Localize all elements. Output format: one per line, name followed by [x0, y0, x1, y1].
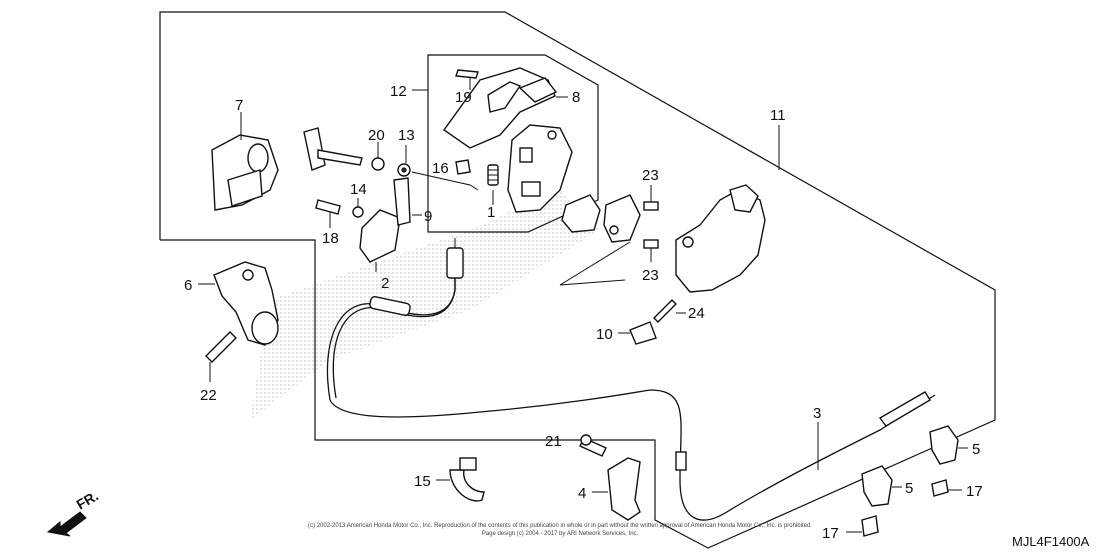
part-4-bracket — [607, 457, 641, 521]
assembly-frame-11 — [159, 11, 996, 549]
callout-5-lower: 5 — [905, 480, 913, 497]
callout-14: 14 — [350, 181, 367, 198]
callout-22: 22 — [200, 387, 217, 404]
watermark-shading — [250, 190, 600, 420]
callout-6: 6 — [184, 277, 192, 294]
callout-15: 15 — [414, 473, 431, 490]
part-16-nut — [455, 159, 471, 175]
callout-1: 1 — [487, 204, 495, 221]
callout-23-upper: 23 — [642, 167, 659, 184]
part-2-switch — [359, 177, 411, 272]
part-7-grip-cover — [211, 134, 279, 211]
part-1-spring — [487, 164, 499, 186]
copyright-line-1: (c) 2002-2013 American Honda Motor Co., … — [308, 523, 812, 529]
callout-2: 2 — [381, 275, 389, 292]
callout-20: 20 — [368, 127, 385, 144]
callout-16: 16 — [432, 160, 449, 177]
part-bolt-18 — [315, 199, 364, 218]
part-6-bracket — [213, 261, 279, 346]
part-8-throttle-grip — [443, 67, 558, 149]
front-direction-arrow — [46, 511, 87, 537]
callout-21: 21 — [545, 433, 562, 450]
part-15-band — [449, 457, 485, 502]
copyright-line-2: Page design (c) 2004 - 2017 by ARI Netwo… — [482, 531, 639, 537]
callout-7: 7 — [235, 97, 243, 114]
callout-24: 24 — [688, 305, 705, 322]
callout-17-upper: 17 — [966, 483, 983, 500]
part-bracket-assembly — [507, 124, 573, 213]
part-24-pin — [653, 299, 677, 323]
part-switch-housing — [675, 184, 766, 293]
part-22-bolt — [205, 331, 237, 363]
callout-18: 18 — [322, 230, 339, 247]
assembly-frame-12 — [427, 54, 599, 233]
callout-12: 12 — [390, 83, 407, 100]
callout-3: 3 — [813, 405, 821, 422]
part-10-clip — [629, 321, 657, 345]
callout-4: 4 — [578, 485, 586, 502]
diagram-code: MJL4F1400A — [1012, 534, 1090, 549]
part-21-bolt — [579, 434, 607, 457]
callout-17-lower: 17 — [822, 525, 839, 542]
callout-8: 8 — [572, 89, 580, 106]
callout-23-lower: 23 — [642, 267, 659, 284]
part-3-throttle-cable — [326, 238, 936, 521]
part-19-pin — [455, 69, 479, 79]
callout-19: 19 — [455, 89, 472, 106]
part-5-clamp-lower — [861, 465, 893, 507]
callout-11: 11 — [770, 107, 786, 124]
callout-5-upper: 5 — [972, 441, 980, 458]
callout-13: 13 — [398, 127, 415, 144]
part-23-spring-top — [643, 201, 659, 211]
part-gear-left — [561, 194, 601, 233]
part-lever-pin — [303, 127, 411, 177]
part-17-screw-lower — [861, 515, 879, 537]
front-direction-label: FR. — [74, 487, 102, 512]
part-gear-right — [603, 194, 641, 243]
callout-10: 10 — [596, 326, 613, 343]
callout-9: 9 — [424, 208, 432, 225]
part-17-screw-upper — [931, 479, 949, 497]
part-5-clamp-upper — [929, 425, 959, 465]
part-23-spring-bottom — [643, 239, 659, 249]
